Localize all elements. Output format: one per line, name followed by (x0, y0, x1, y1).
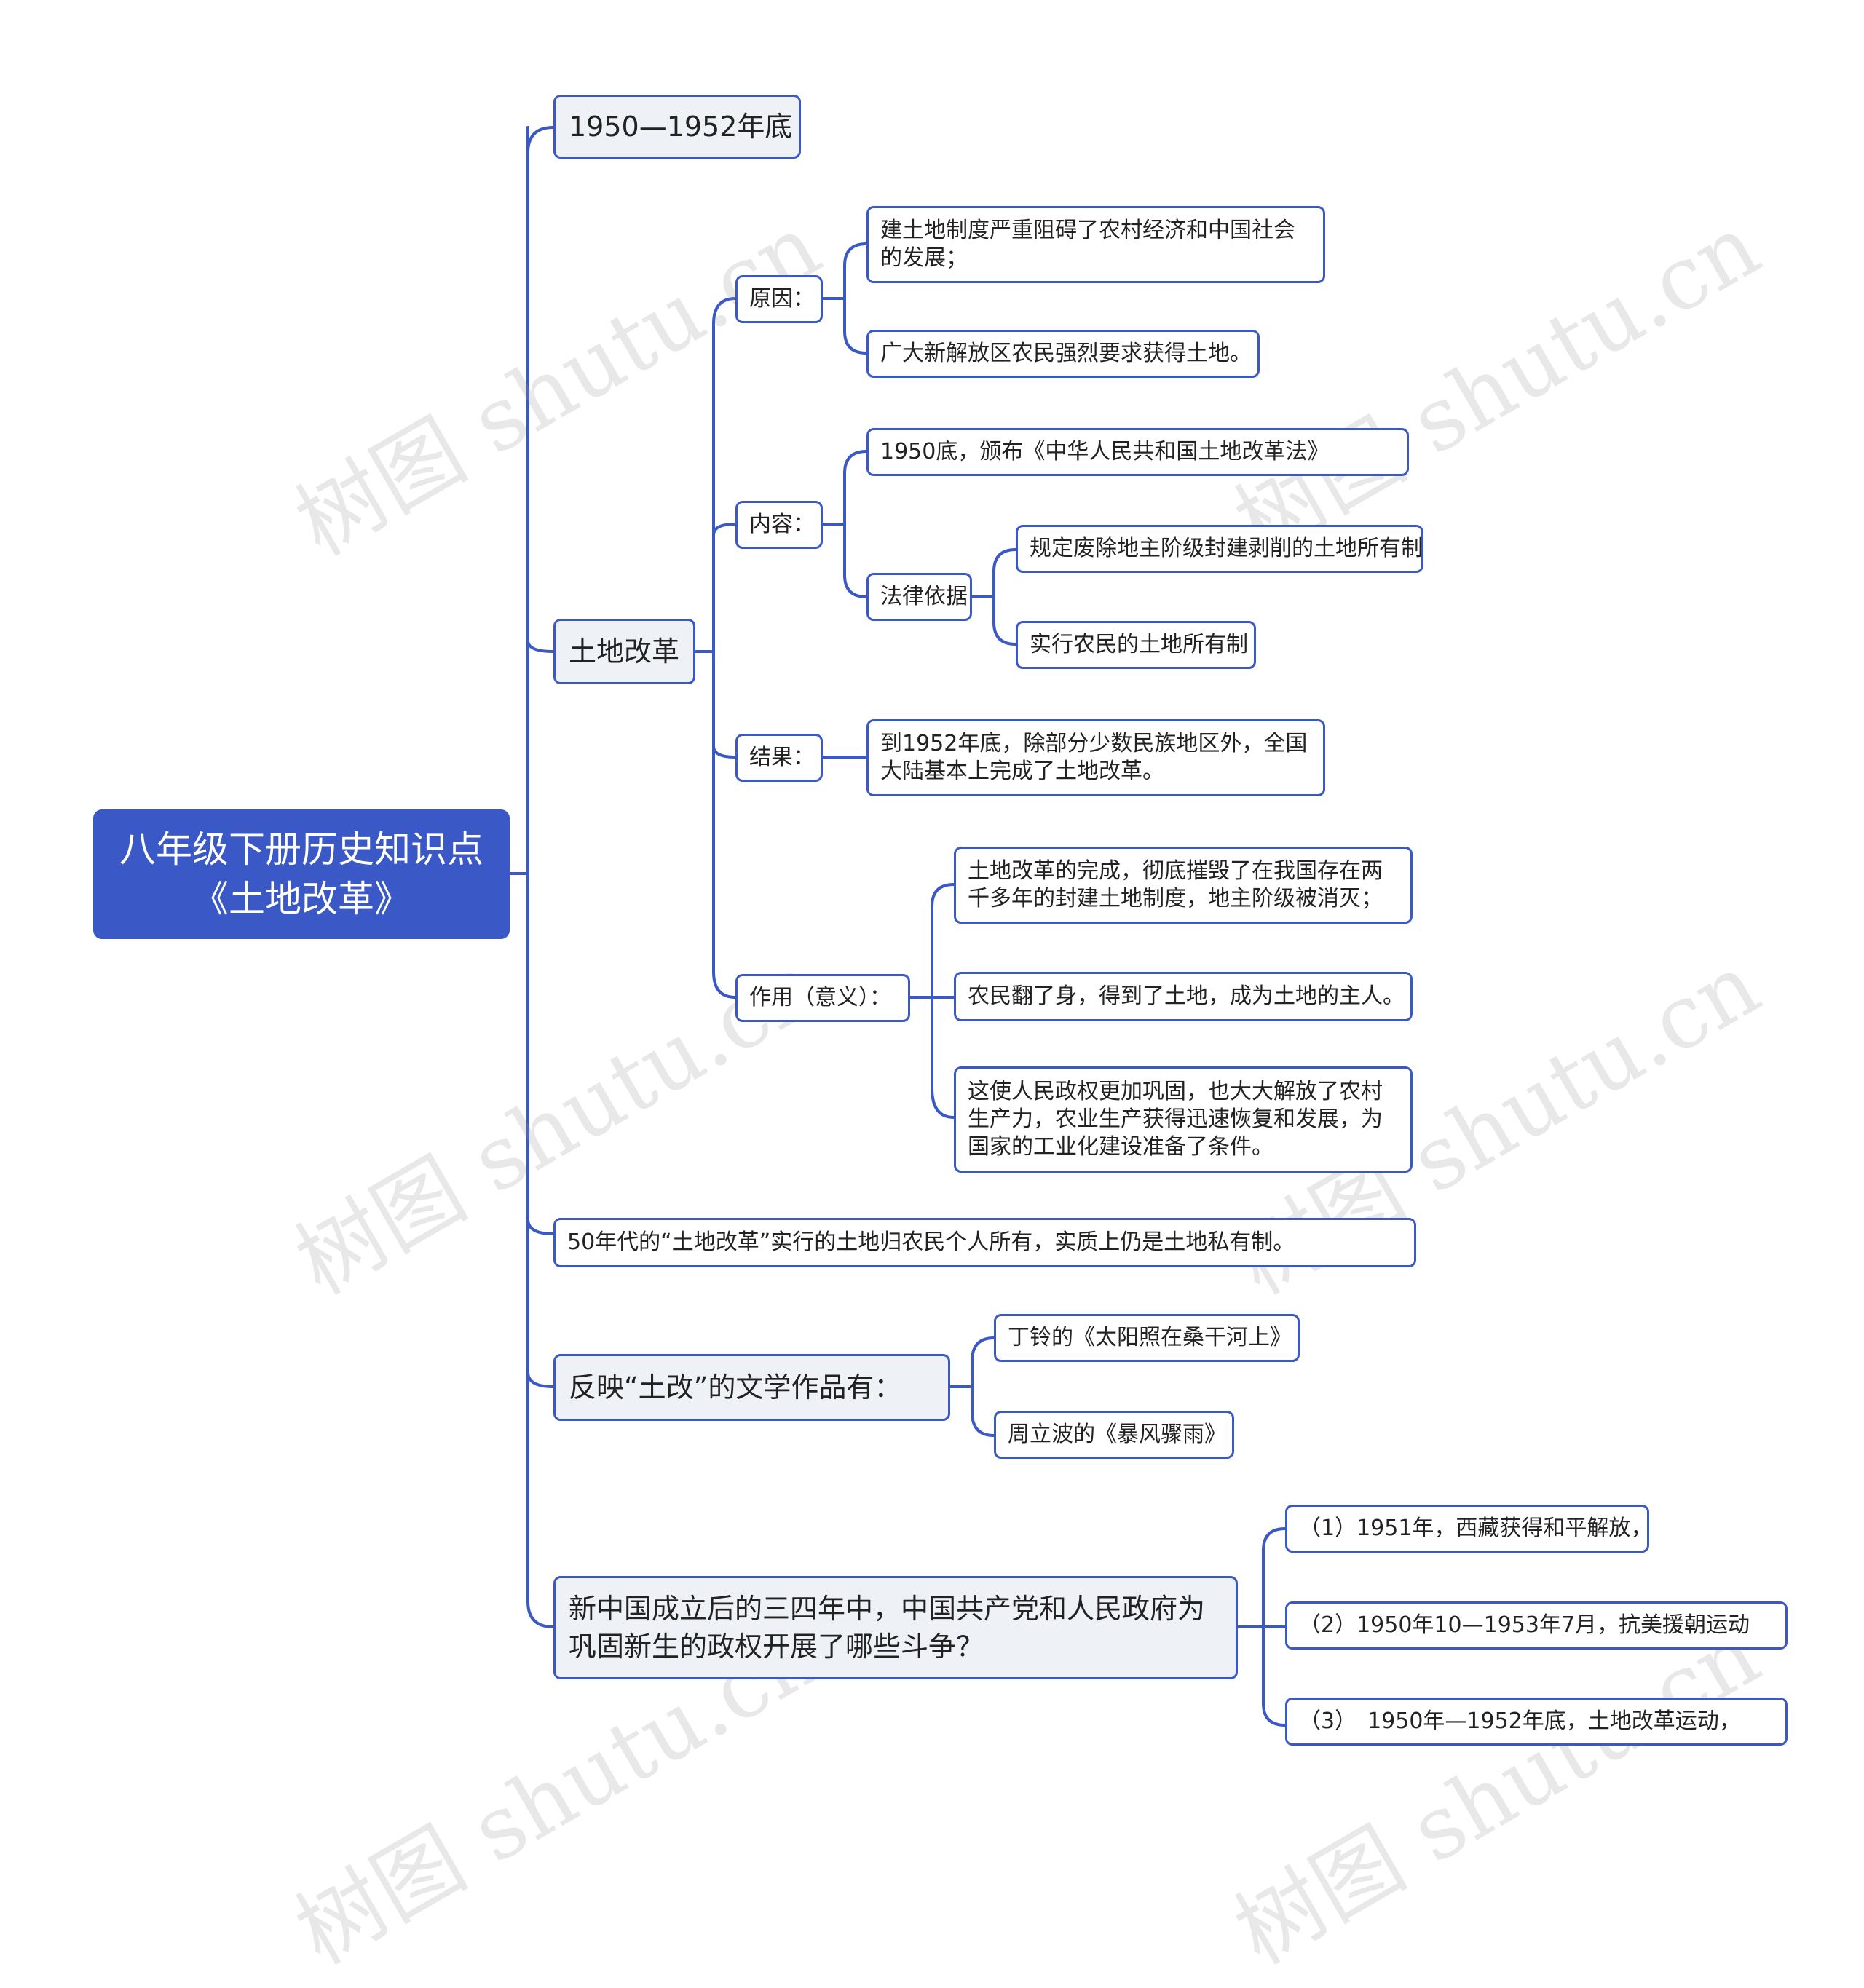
reason-item[interactable]: 建土地制度严重阻碍了农村经济和中国社会的发展； (866, 206, 1325, 283)
node-struggles[interactable]: 新中国成立后的三四年中，中国共产党和人民政府为巩固新生的政权开展了哪些斗争？ (553, 1576, 1238, 1679)
literature-item[interactable]: 周立波的《暴风骤雨》 (994, 1411, 1234, 1459)
connector-lines (508, 126, 1287, 1727)
root-node[interactable]: 八年级下册历史知识点 《土地改革》 (93, 809, 510, 939)
basis-item[interactable]: 规定废除地主阶级封建剥削的土地所有制 (1016, 525, 1423, 573)
content-law[interactable]: 1950底，颁布《中华人民共和国土地改革法》 (866, 428, 1409, 476)
node-reason[interactable]: 原因： (735, 275, 823, 323)
node-content[interactable]: 内容： (735, 501, 823, 549)
root-title-line2: 《土地改革》 (192, 878, 411, 920)
reason-item[interactable]: 广大新解放区农民强烈要求获得土地。 (866, 330, 1260, 378)
effect-item[interactable]: 这使人民政权更加巩固，也大大解放了农村生产力，农业生产获得迅速恢复和发展，为国家… (954, 1066, 1413, 1173)
node-land-reform[interactable]: 土地改革 (553, 619, 695, 684)
node-effect[interactable]: 作用（意义）： (735, 974, 910, 1022)
node-period[interactable]: 1950—1952年底 (553, 95, 801, 159)
struggle-item[interactable]: （2）1950年10—1953年7月，抗美援朝运动 (1285, 1601, 1788, 1650)
struggle-item[interactable]: （3） 1950年—1952年底，土地改革运动， (1285, 1698, 1788, 1746)
result-text[interactable]: 到1952年底，除部分少数民族地区外，全国大陆基本上完成了土地改革。 (866, 719, 1325, 796)
root-title-line1: 八年级下册历史知识点 (119, 828, 483, 871)
effect-item[interactable]: 农民翻了身，得到了土地，成为土地的主人。 (954, 972, 1413, 1021)
literature-item[interactable]: 丁铃的《太阳照在桑干河上》 (994, 1314, 1300, 1362)
node-legal-basis[interactable]: 法律依据 (866, 573, 972, 621)
struggle-item[interactable]: （1）1951年，西藏获得和平解放， (1285, 1505, 1652, 1553)
node-literature[interactable]: 反映“土改”的文学作品有： (553, 1354, 950, 1421)
effect-item[interactable]: 土地改革的完成，彻底摧毁了在我国存在两千多年的封建土地制度，地主阶级被消灭； (954, 847, 1413, 924)
basis-item[interactable]: 实行农民的土地所有制 (1016, 621, 1256, 669)
node-result[interactable]: 结果： (735, 734, 823, 782)
node-private-note[interactable]: 50年代的“土地改革”实行的土地归农民个人所有，实质上仍是土地私有制。 (553, 1218, 1416, 1267)
